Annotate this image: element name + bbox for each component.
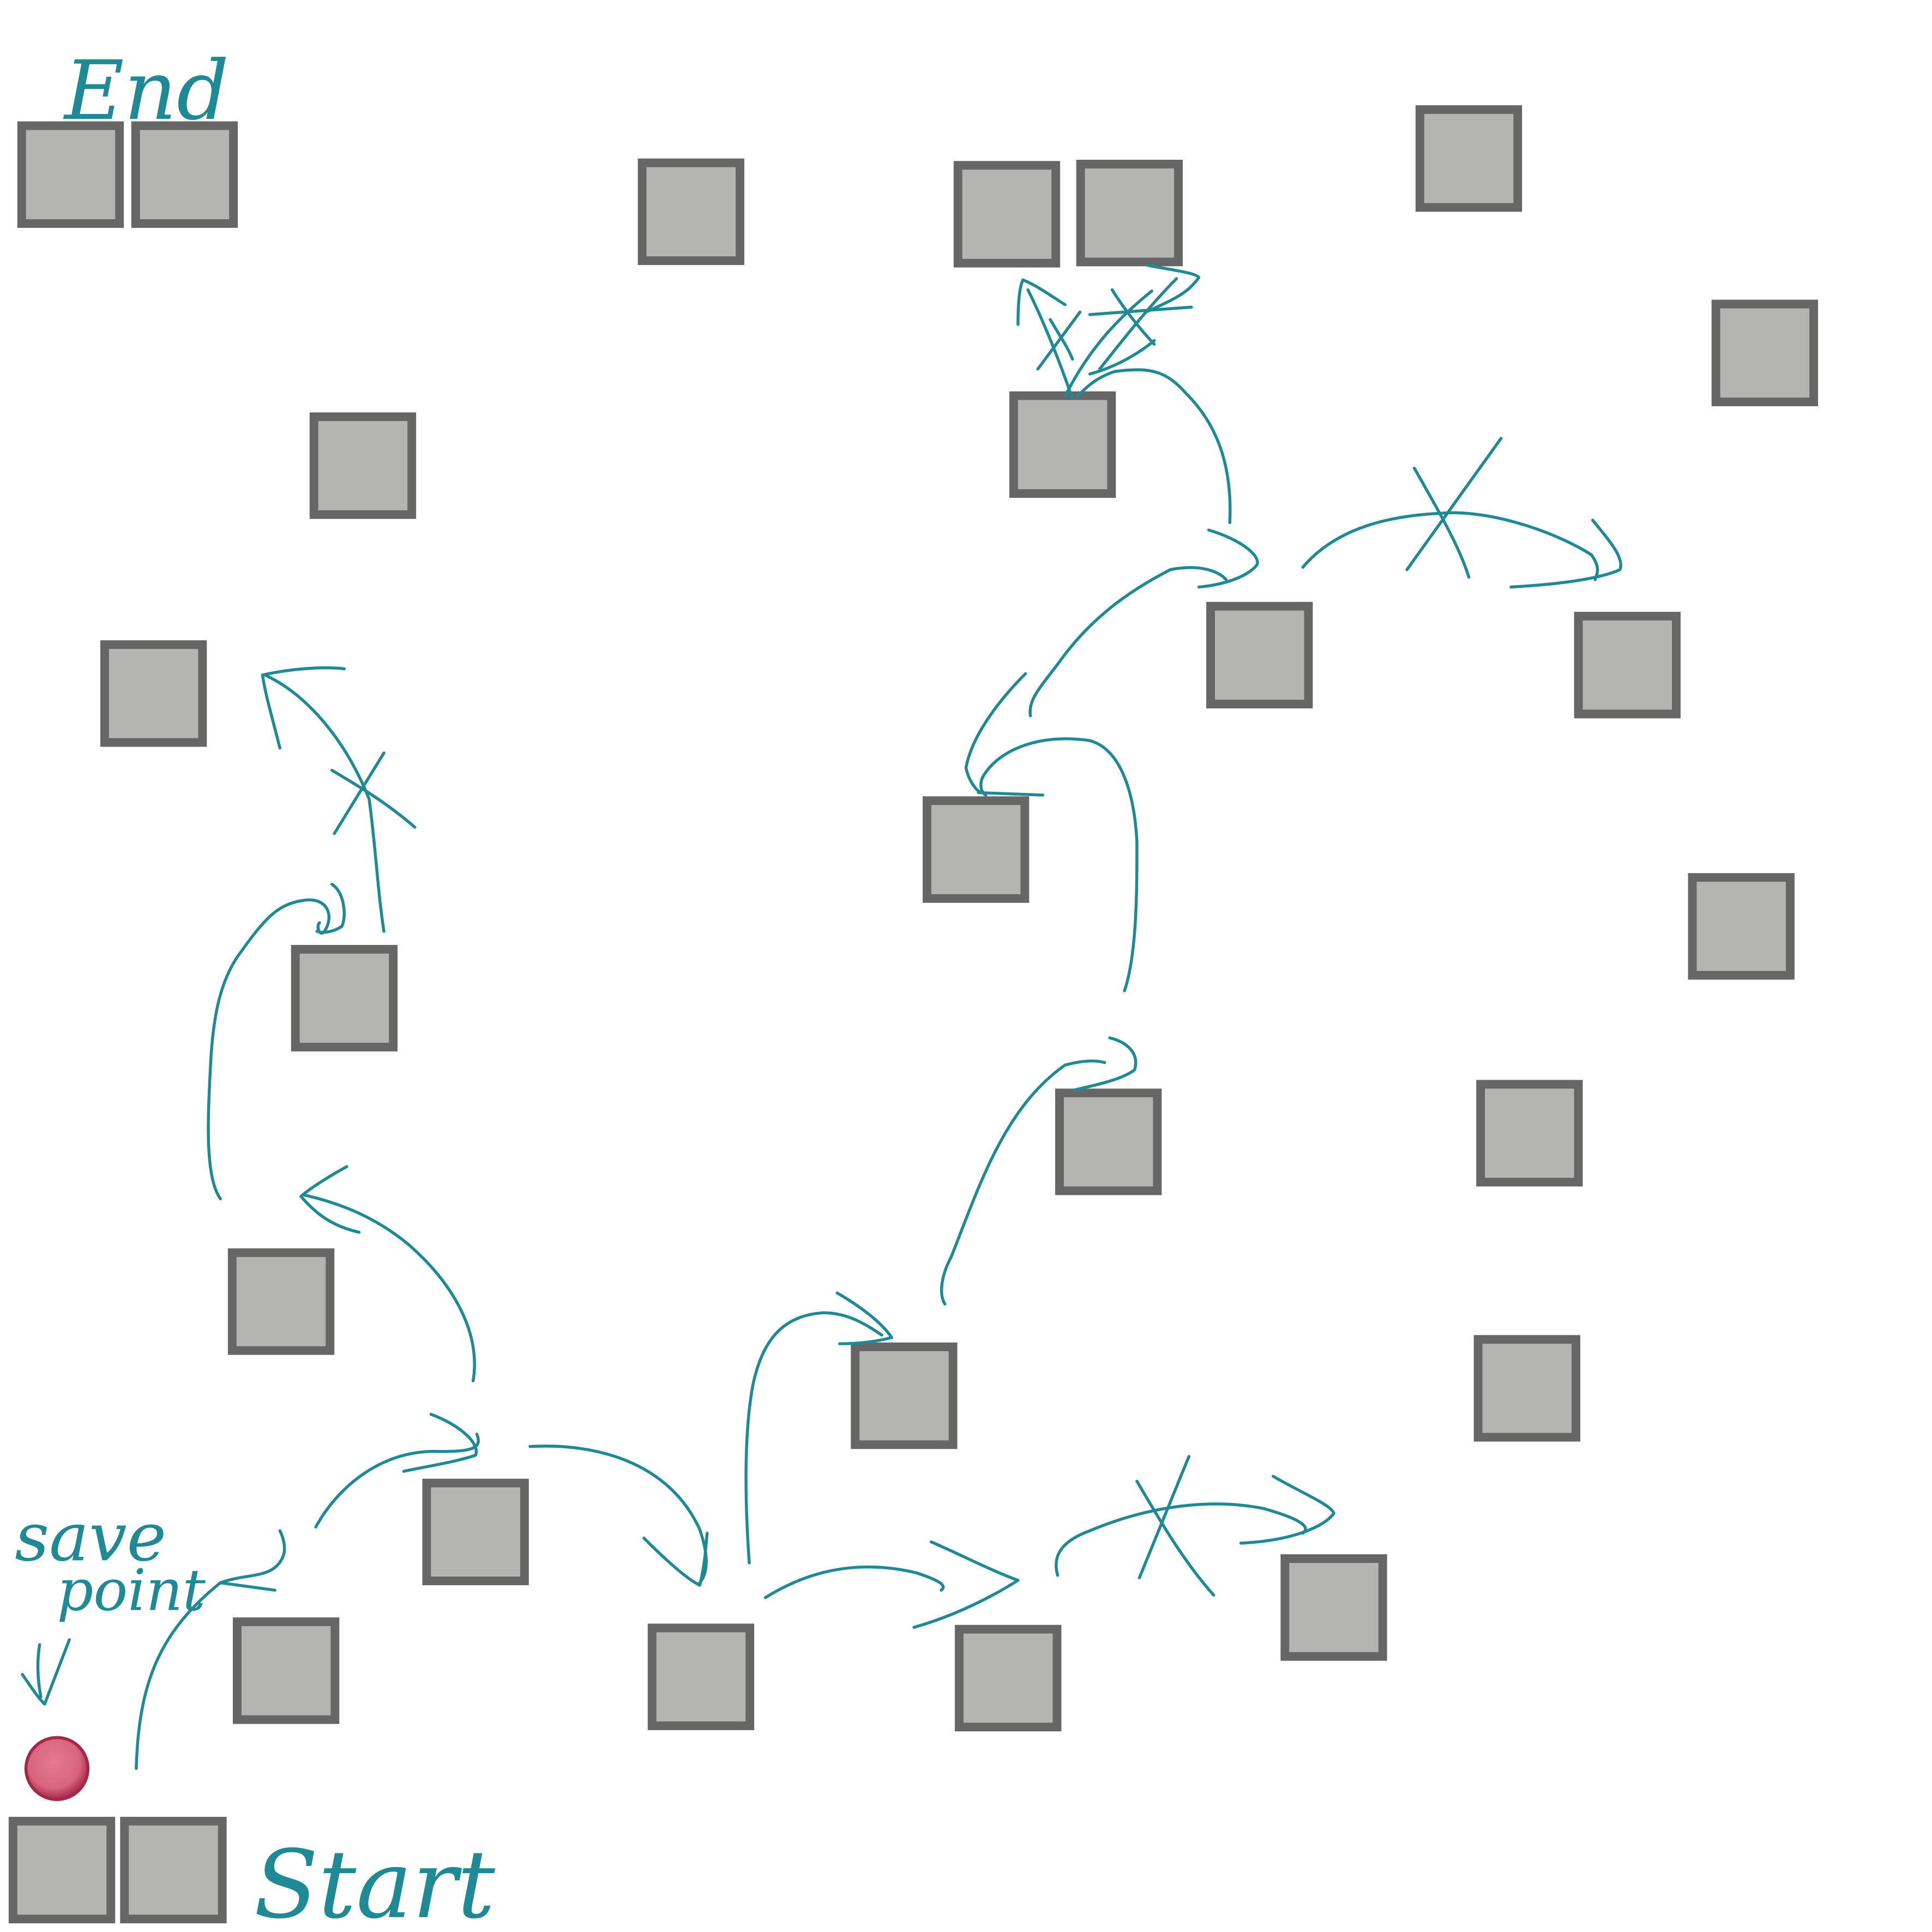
save-point-arrow-tip [21,1638,71,1706]
platform-block [17,121,124,228]
platform-block [851,1342,958,1449]
arrow-tip [835,1291,893,1345]
jump-arrow [263,673,386,933]
jump-arrow [1055,1502,1307,1577]
jump-arrow [1076,368,1232,525]
save-point-label-line2: point [57,1557,206,1624]
x-mark [1036,310,1082,371]
x-mark [1049,318,1074,361]
platform-block [953,161,1061,268]
x-mark [1088,305,1193,316]
arrow-tip [642,1531,709,1587]
platform-block [1574,611,1681,719]
x-mark [1412,466,1471,579]
platform-block [131,121,238,228]
platform-block [120,1816,227,1924]
arrow-tip [315,882,346,934]
x-mark [1405,437,1503,571]
arrow-tip [1073,1036,1137,1092]
jump-arrow [744,1311,883,1564]
jump-arrow [979,737,1139,992]
platform-block [100,640,207,747]
x-mark [333,751,386,835]
platform-block [1688,873,1795,980]
jump-arrow [1028,566,1228,718]
platform-block [422,1478,529,1586]
platform-block [1476,1080,1583,1187]
platform-block [1711,299,1819,406]
arrow-tip [977,791,1045,797]
platform-block [1009,391,1116,498]
x-mark [330,768,417,829]
jump-arrow [1063,289,1153,398]
x-mark [1098,277,1178,371]
jump-arrow [1301,511,1599,581]
platform-block [647,1623,755,1730]
arrow-tip [912,1540,1020,1629]
platform-layer [8,105,1819,1924]
platform-block [1280,1554,1387,1661]
platform-block [8,1816,116,1924]
platform-block [291,944,398,1052]
end-label: End [63,44,229,139]
arrow-tip [219,1581,276,1592]
platform-block [1473,1335,1580,1442]
save-point-label-line1: save [15,1498,166,1576]
arrow-tip [402,1412,478,1473]
jump-arrow [303,1193,476,1383]
arrow-tip [1144,263,1201,314]
jump-arrow [763,1565,945,1599]
platform-block [637,158,744,266]
save-point-arrow [36,1643,43,1699]
jump-arrow [940,1059,1106,1306]
platform-block [1076,159,1183,267]
jump-arrow [207,898,330,1201]
arrow-tip [299,1165,361,1234]
platform-block [955,1624,1062,1732]
x-mark [1135,1479,1215,1597]
arrow-tip [1016,278,1067,326]
platform-block [923,796,1030,903]
x-mark [1110,288,1156,346]
arrow-tip [261,666,346,750]
x-mark [1137,1455,1191,1580]
arrow-tip [964,672,1027,795]
jump-arrow [1026,288,1074,401]
jump-arrow [528,1445,708,1585]
arrow-tip [1509,519,1622,589]
platform-block [309,412,417,519]
platform-block [227,1248,335,1355]
platform-block [1415,105,1522,212]
arrow-tip [1239,1474,1335,1545]
platform-block [1055,1088,1162,1195]
arrow-tip [1088,339,1156,376]
platform-block [232,1617,340,1724]
platform-block [1206,601,1313,709]
hand-drawn-paths [21,263,1622,1770]
start-label: Start [254,1830,496,1932]
save-point-orb [24,1736,90,1801]
arrow-tip [1197,528,1259,589]
